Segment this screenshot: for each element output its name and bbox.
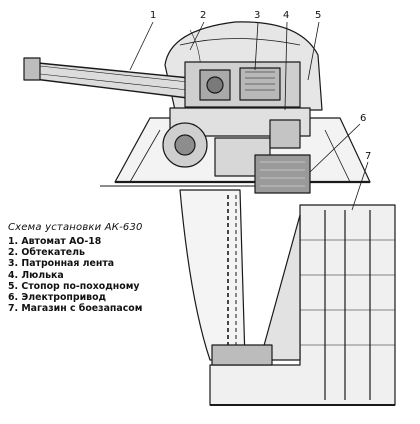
legend-item: 6. Электропривод xyxy=(8,292,107,304)
legend: Схема установки АК-630 1. Автомат АО-18 … xyxy=(8,222,183,314)
callout-2: 2 xyxy=(200,10,206,21)
callout-1: 1 xyxy=(150,10,156,21)
legend-item: 2. Обтекатель xyxy=(8,247,85,259)
mechanism-block xyxy=(184,61,301,108)
cradle xyxy=(162,107,311,177)
callout-7: 7 xyxy=(365,151,371,162)
legend-item: 7. Магазин с боезапасом xyxy=(8,303,143,315)
legend-item: 5. Стопор по-походному xyxy=(8,280,140,292)
feed-chute xyxy=(179,189,246,361)
legend-item: 3. Патронная лента xyxy=(8,258,115,270)
leader-lines xyxy=(129,21,369,211)
callout-3: 3 xyxy=(254,10,260,21)
ammo-magazine xyxy=(209,204,396,406)
legend-item: 4. Люлька xyxy=(8,269,64,281)
callout-4: 4 xyxy=(283,10,289,21)
legend-item: 1. Автомат АО-18 xyxy=(8,236,102,247)
callout-6: 6 xyxy=(360,113,366,124)
legend-title: Схема установки АК-630 xyxy=(8,222,143,233)
callout-5: 5 xyxy=(315,10,321,21)
electric-drive xyxy=(254,154,311,194)
